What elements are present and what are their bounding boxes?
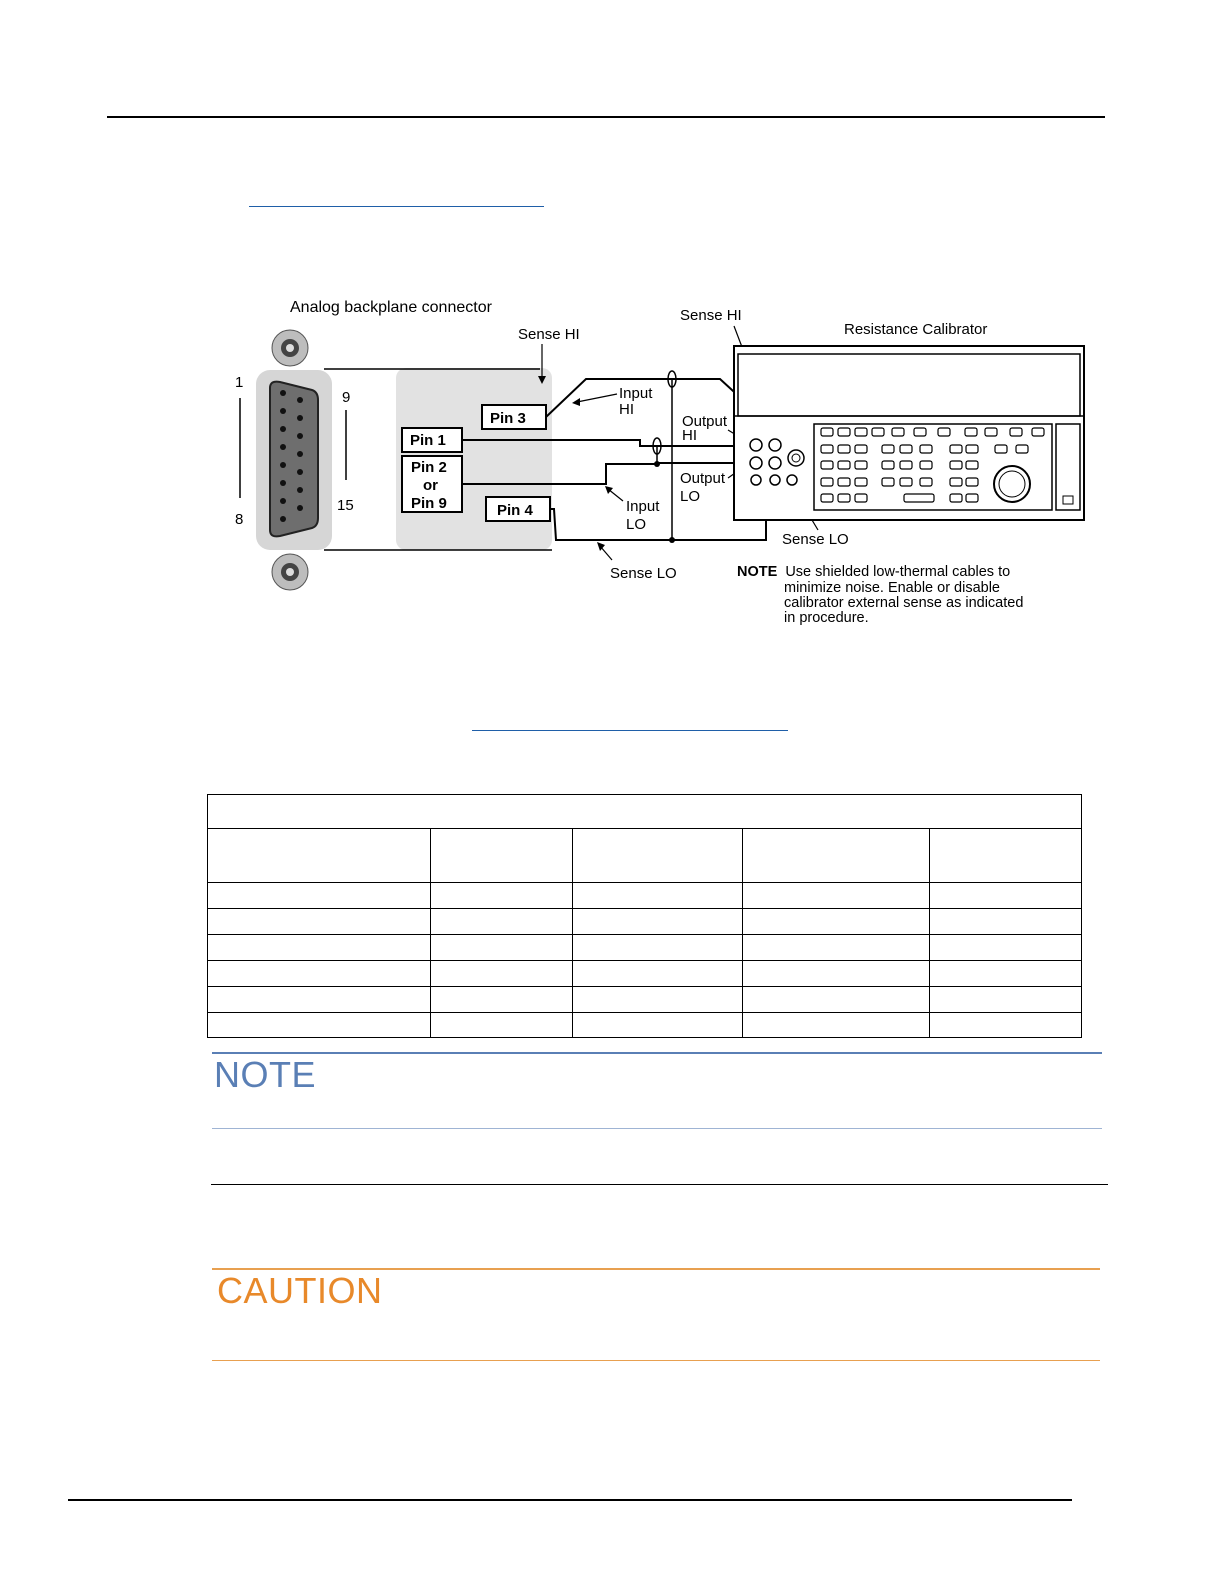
wiring-diagram: 1 8 9 15 Analog backplane connector Resi… [235,299,1085,626]
table-row [207,882,1083,909]
diagram-note-line4: in procedure. [784,610,869,626]
section-rule [211,1184,1108,1185]
resistance-calibrator-icon [733,345,1085,521]
jackscrew-top-icon [271,329,309,367]
pin-number-1: 1 [235,374,243,391]
data-table [206,794,1083,1038]
header-rule [107,116,1105,118]
caution-bottom-rule [212,1360,1100,1361]
table-caption-row [206,794,1083,829]
table-header-row [207,828,1083,883]
input-lo-label-1: Input [626,498,660,515]
pin-or-label: or [423,477,438,494]
pin-1-label: Pin 1 [410,432,446,449]
diagram-note-line3: calibrator external sense as indicated [784,595,1023,611]
hyperlink-underline-middle[interactable] [472,730,788,731]
sense-hi-top-label: Sense HI [680,307,742,324]
diagram-note-line1: Use shielded low-thermal cables to [785,564,1010,580]
caution-title: CAUTION [217,1270,383,1311]
hyperlink-underline-top[interactable] [249,206,544,207]
pin-2-label: Pin 2 [411,459,447,476]
input-lo-label-2: LO [626,516,646,533]
note-title: NOTE [214,1054,317,1095]
table-row [207,908,1083,935]
input-hi-label-1: Input [619,385,653,402]
connector-title: Analog backplane connector [290,299,493,316]
sense-lo-right-label: Sense LO [782,531,849,548]
output-hi-label-1: Output [682,413,728,430]
jackscrew-bottom-icon [271,553,309,591]
pin-9-label: Pin 9 [411,495,447,512]
sense-hi-left-label: Sense HI [518,326,580,343]
dsub-connector-icon [269,380,319,538]
output-lo-label-1: Output [680,470,726,487]
diagram-note: NOTE Use shielded low-thermal cables to [737,564,1010,580]
table-row [207,934,1083,961]
pin-number-8: 8 [235,511,243,528]
input-hi-label-2: HI [619,401,634,418]
table-row [207,986,1083,1013]
note-bottom-rule [212,1128,1102,1129]
diagram-note-prefix: NOTE [737,564,778,580]
pin-3-label: Pin 3 [490,410,526,427]
output-lo-label-2: LO [680,488,700,505]
pin-number-15: 15 [337,497,354,514]
pin-4-label: Pin 4 [497,502,534,519]
diagram-note-line2: minimize noise. Enable or disable [784,580,1000,596]
note-top-rule [212,1052,1102,1054]
table-row [207,1012,1083,1038]
sense-lo-bottom-label: Sense LO [610,565,677,582]
pin-number-9: 9 [342,389,350,406]
calibrator-title: Resistance Calibrator [844,321,987,338]
caution-top-rule [212,1268,1100,1270]
dsub-pins [280,390,303,522]
footer-rule [68,1499,1072,1501]
table-row [207,960,1083,987]
output-hi-label-2: HI [682,427,697,444]
